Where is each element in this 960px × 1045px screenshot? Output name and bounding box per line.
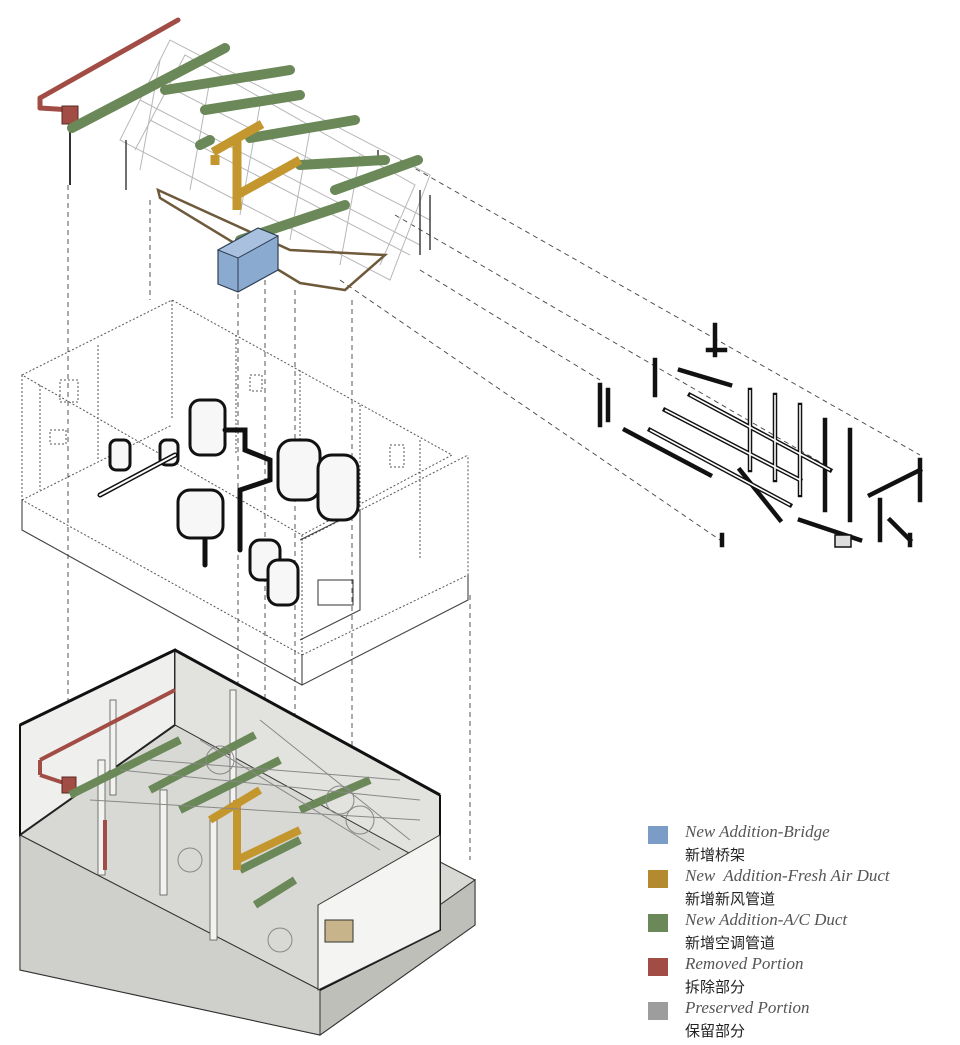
legend-swatch-bridge (648, 826, 668, 844)
legend-label-zh: 新增空调管道 (685, 934, 776, 952)
legend-label-en: Removed Portion (685, 954, 804, 973)
legend-label-en: New Addition-Fresh Air Duct (685, 866, 890, 885)
removed-equipment-box (834, 534, 852, 548)
removed-piping-inner (649, 390, 831, 506)
legend-label-zh: 新增桥架 (685, 846, 746, 864)
legend: New Addition-Bridge 新增桥架 New Addition-Fr… (648, 822, 948, 1042)
legend-label-en: New Addition-Bridge (685, 822, 830, 841)
legend-swatch-removed (648, 958, 668, 976)
legend-label-en: Preserved Portion (685, 998, 810, 1017)
assembled-building-layer (19, 648, 476, 1036)
legend-label-zh: 新增新风管道 (685, 890, 776, 908)
new-mep-layer (37, 17, 431, 293)
legend-item-bridge: New Addition-Bridge 新增桥架 (648, 822, 948, 866)
legend-swatch-ac (648, 914, 668, 932)
legend-item-fresh-air: New Addition-Fresh Air Duct 新增新风管道 (648, 866, 948, 910)
legend-swatch-fresh-air (648, 870, 668, 888)
legend-item-removed: Removed Portion 拆除部分 (648, 954, 948, 998)
legend-swatch-preserved (648, 1002, 668, 1020)
legend-label-zh: 拆除部分 (685, 978, 746, 996)
legend-item-preserved: Preserved Portion 保留部分 (648, 998, 948, 1042)
legend-label-zh: 保留部分 (685, 1022, 746, 1040)
removed-piping-layer (597, 322, 924, 548)
legend-item-ac: New Addition-A/C Duct 新增空调管道 (648, 910, 948, 954)
legend-label-en: New Addition-A/C Duct (685, 910, 848, 929)
equipment-layer (20, 299, 469, 686)
